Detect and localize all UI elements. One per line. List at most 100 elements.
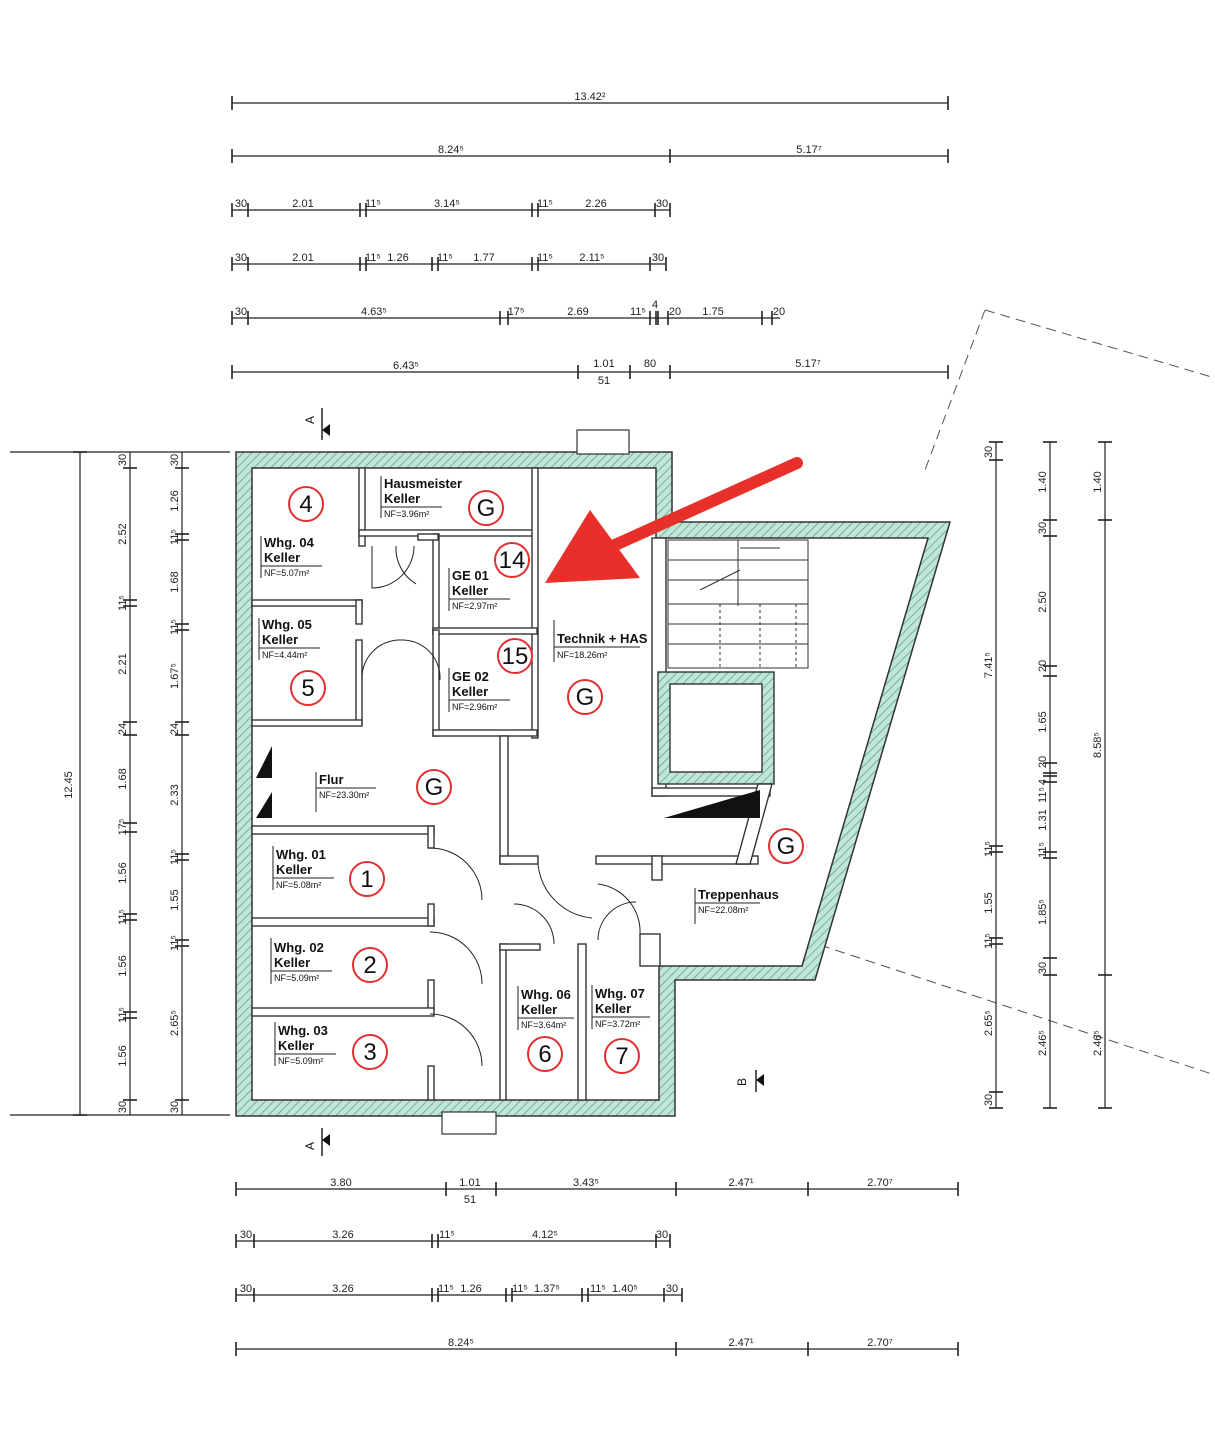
room-area: NF=5.09m² — [278, 1056, 323, 1066]
dim-label: 1.26 — [387, 252, 408, 264]
right-dimension-lines — [989, 441, 1112, 1109]
room-markers: 4 G 14 15 5 G G G 1 2 3 6 7 — [288, 486, 804, 1074]
dim-label: 13.42² — [574, 91, 606, 103]
marker-5: 5 — [290, 670, 326, 706]
dim-label: 2.01 — [292, 198, 313, 210]
interior-walls — [251, 467, 775, 1101]
dim-label: 11⁵ — [365, 252, 381, 264]
dim-label: 1.01 — [593, 358, 614, 370]
dim-label: 1.65 — [1037, 711, 1049, 732]
dim-label: 1.40 — [1037, 471, 1049, 492]
marker-label: 4 — [299, 491, 312, 518]
dim-label: 1.75 — [702, 306, 723, 318]
dim-label: 8.58⁵ — [1092, 732, 1104, 758]
dim-label: 30 — [240, 1229, 252, 1241]
dim-label: 2.11⁵ — [579, 252, 604, 264]
dim-label: 3.80 — [330, 1177, 351, 1189]
dim-label: 2.26 — [585, 198, 606, 210]
marker-4: 4 — [288, 486, 324, 522]
room-subname: Keller — [452, 583, 488, 598]
room-whg01-keller: Whg. 01 Keller NF=5.08m² — [272, 846, 334, 890]
dim-label: 12.45 — [63, 771, 75, 799]
room-area: NF=22.08m² — [698, 905, 748, 915]
dim-label: 11⁵ — [169, 619, 181, 635]
marker-g-technik: G — [567, 679, 603, 715]
dim-label: 11⁵ — [365, 198, 381, 210]
dim-label: 11⁵ — [169, 849, 181, 865]
dim-label: 24 — [169, 723, 181, 735]
dim-label: 11⁵ — [169, 935, 181, 951]
marker-6: 6 — [527, 1036, 563, 1072]
dim-label: 11⁵ — [439, 1229, 455, 1241]
room-whg06-keller: Whg. 06 Keller NF=3.64m² — [517, 986, 574, 1030]
room-area: NF=23.30m² — [319, 790, 369, 800]
marker-label: 1 — [360, 866, 373, 893]
room-area: NF=2.96m² — [452, 702, 497, 712]
room-area: NF=4.44m² — [262, 650, 307, 660]
dim-label: 1.67⁵ — [169, 663, 181, 689]
dim-label: 2.21 — [117, 653, 129, 674]
room-area: NF=3.64m² — [521, 1020, 566, 1030]
room-name: Whg. 03 — [278, 1023, 328, 1038]
left-dimension-labels: 12.45 30 2.52 11⁵ 2.21 24 1.68 17⁵ 1.56 … — [63, 454, 181, 1113]
dim-label: 2.46⁵ — [1092, 1030, 1104, 1056]
room-whg05-keller: Whg. 05 Keller NF=4.44m² — [258, 617, 320, 660]
dim-label: 11⁵ — [590, 1283, 606, 1295]
room-ge02-keller: GE 02 Keller NF=2.96m² — [448, 668, 510, 712]
room-subname: Keller — [262, 632, 298, 647]
room-subname: Keller — [278, 1038, 314, 1053]
dim-label: 11⁵ — [438, 1283, 454, 1295]
room-area: NF=18.26m² — [557, 650, 607, 660]
marker-g-treppenhaus: G — [768, 828, 804, 864]
marker-label: G — [425, 774, 444, 801]
dim-label: 1.77 — [473, 252, 494, 264]
dim-label: 5.17⁷ — [796, 144, 821, 156]
dim-label: 17⁵ — [508, 306, 525, 318]
room-name: Treppenhaus — [698, 887, 779, 902]
dashed-guide-lines — [819, 309, 1215, 1076]
room-subname: Keller — [452, 684, 488, 699]
dim-label: 2.69 — [567, 306, 588, 318]
dim-label: 1.31 — [1037, 809, 1049, 830]
room-area: NF=2.97m² — [452, 601, 497, 611]
dim-label: 1.56 — [117, 955, 129, 976]
left-dimension-lines — [10, 451, 230, 1116]
dim-label: 6.43⁵ — [393, 360, 419, 372]
section-label-b: B — [735, 1078, 749, 1086]
dim-label: 1.55 — [983, 892, 995, 913]
dim-label: 2.50 — [1037, 591, 1049, 612]
dim-label: 30 — [235, 306, 247, 318]
room-area: NF=5.08m² — [276, 880, 321, 890]
dim-label: 51 — [598, 375, 610, 387]
window-wells — [441, 429, 630, 1135]
dim-label: 30 — [169, 1101, 181, 1113]
dim-label: 30 — [656, 198, 668, 210]
room-subname: Keller — [521, 1002, 557, 1017]
bottom-dimension-lines — [235, 1182, 959, 1356]
door-swings — [361, 545, 641, 1067]
dim-label: 30 — [240, 1283, 252, 1295]
room-name: Whg. 05 — [262, 617, 312, 632]
top-dimension-lines — [231, 96, 949, 379]
room-name: Whg. 04 — [264, 535, 315, 550]
room-ge01-keller: GE 01 Keller NF=2.97m² — [448, 568, 510, 611]
right-dimension-labels: 30 7.41⁵ 11⁵ 1.55 11⁵ 2.65⁵ 30 1.40 30 2… — [983, 446, 1104, 1106]
section-markers: A A B — [303, 408, 764, 1156]
room-name: Whg. 06 — [521, 987, 571, 1002]
dim-label: 2.52 — [117, 523, 129, 544]
dim-label: 30 — [652, 252, 664, 264]
marker-label: 14 — [499, 547, 526, 574]
room-name: Technik + HAS — [557, 631, 648, 646]
marker-14: 14 — [494, 542, 530, 578]
dim-label: 80 — [644, 358, 656, 370]
marker-label: G — [576, 684, 595, 711]
dim-label: 11⁵ — [169, 529, 181, 545]
dim-label: 1.37⁵ — [534, 1283, 560, 1295]
dim-label: 30 — [983, 446, 995, 458]
room-name: Whg. 07 — [595, 986, 645, 1001]
top-dimension-labels: 13.42² 8.24⁵ 5.17⁷ 30 2.01 11⁵ 3.14⁵ 11⁵… — [235, 91, 822, 387]
dim-label: 1.56 — [117, 1045, 129, 1066]
room-flur: Flur NF=23.30m² — [315, 772, 376, 812]
dim-label: 24 — [117, 723, 129, 735]
dim-label: 2.47¹ — [728, 1177, 753, 1189]
